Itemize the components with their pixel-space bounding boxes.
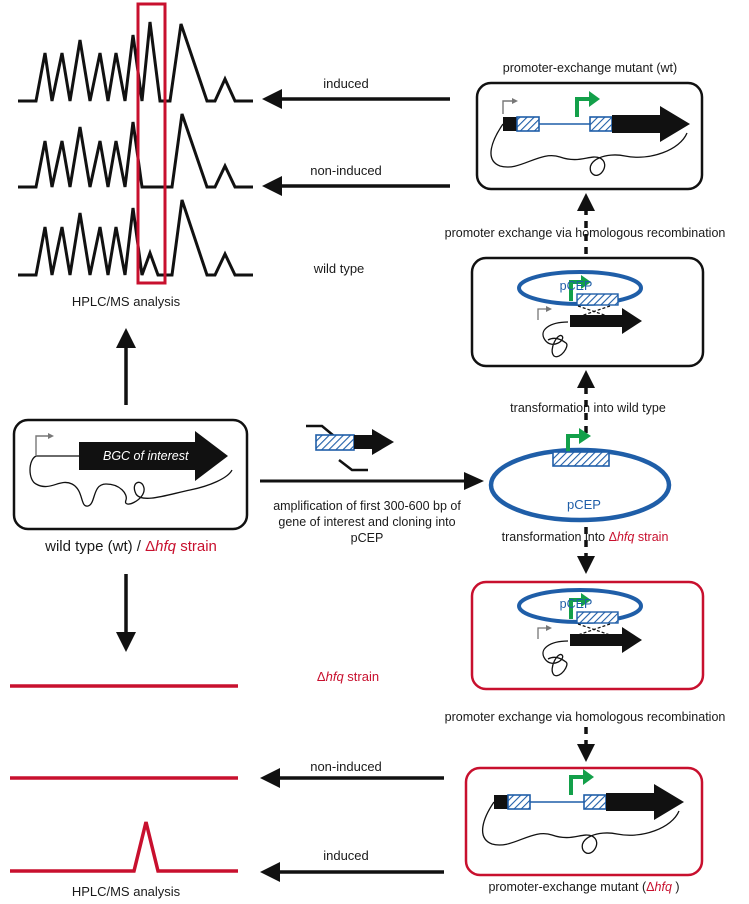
label-amplification-1: amplification of first 300-600 bp of	[273, 499, 461, 513]
dashed-arrow-to-recombination-wt	[577, 370, 595, 433]
dashed-arrow-to-mutant-wt	[577, 193, 595, 254]
label-bgc: BGC of interest	[103, 449, 189, 463]
label-promoter-exchange-bottom: promoter exchange via homologous recombi…	[444, 710, 726, 724]
arrow-induced-top	[262, 89, 450, 109]
mutant-hfq-hfq: hfq	[654, 880, 672, 894]
chromatogram-non-induced	[18, 113, 253, 189]
transformation-hfq-prefix: transformation into	[501, 530, 609, 544]
label-strain-caption: wild type (wt) / Δhfq strain	[45, 538, 217, 555]
label-hplc-top: HPLC/MS analysis	[71, 294, 181, 309]
transformation-hfq-delta: Δ	[608, 530, 617, 544]
label-induced-bottom: induced	[323, 848, 369, 863]
arrow-up-to-hplc	[116, 328, 136, 405]
arrow-induced-bottom	[260, 862, 444, 882]
label-non-induced-top: non-induced	[310, 163, 382, 178]
label-mutant-wt: promoter-exchange mutant (wt)	[502, 61, 678, 75]
recombination-hfq-box	[470, 580, 705, 691]
label-amplification-3: pCEP	[350, 531, 384, 545]
label-wild-type: wild type	[313, 261, 365, 276]
arrow-non-induced-top	[262, 176, 450, 196]
transformation-hfq-strain: strain	[634, 530, 669, 544]
label-transformation-hfq: transformation into Δhfq strain	[502, 530, 669, 544]
amplicon-icon	[306, 424, 394, 472]
arrow-non-induced-bottom	[260, 768, 444, 788]
hfq-strain-hfq: hfq	[325, 669, 344, 684]
mutant-hfq-prefix: promoter-exchange mutant (	[488, 880, 647, 894]
highlight-box	[136, 2, 167, 285]
dashed-arrow-to-recombination-hfq	[577, 527, 595, 574]
arrow-down-to-hfq	[116, 574, 136, 652]
mutant-hfq-delta: Δ	[646, 880, 655, 894]
strain-caption-prefix: wild type (wt) /	[45, 538, 146, 555]
label-mutant-hfq: promoter-exchange mutant (Δhfq )	[488, 880, 679, 894]
pcep-plasmid	[488, 428, 672, 523]
hfq-strain-delta: Δ	[316, 669, 326, 684]
label-pcep-plasmid: pCEP	[567, 497, 601, 512]
arrow-to-plasmid	[260, 472, 484, 490]
hfq-strain-strain: strain	[343, 669, 380, 684]
label-transformation-wt: transformation into wild type	[510, 401, 666, 415]
strain-caption-hfq: hfq	[155, 538, 177, 555]
strain-caption-strain: strain	[176, 538, 217, 555]
mutant-hfq-box	[464, 766, 704, 877]
label-amplification-2: gene of interest and cloning into	[278, 515, 456, 529]
label-pcep-box-hfq: pCEP	[559, 597, 593, 611]
label-non-induced-bottom: non-induced	[310, 759, 382, 774]
label-pcep-box-wt: pCEP	[559, 279, 593, 293]
recombination-wt-box	[470, 256, 705, 368]
label-promoter-exchange-top: promoter exchange via homologous recombi…	[444, 226, 726, 240]
chromatogram-hfq-induced	[10, 821, 238, 873]
chromatogram-induced	[18, 21, 253, 103]
mutant-wt-box	[475, 81, 704, 191]
label-hplc-bottom: HPLC/MS analysis	[71, 884, 181, 899]
mutant-hfq-suffix: )	[671, 880, 680, 894]
transformation-hfq-hfq: hfq	[616, 530, 635, 544]
strain-box	[12, 418, 249, 531]
chromatogram-wild-type	[18, 199, 253, 277]
label-induced-top: induced	[323, 76, 369, 91]
label-hfq-strain: Δhfq strain	[317, 669, 379, 684]
strain-caption-delta: Δ	[145, 538, 156, 555]
dashed-arrow-to-mutant-hfq	[577, 727, 595, 762]
